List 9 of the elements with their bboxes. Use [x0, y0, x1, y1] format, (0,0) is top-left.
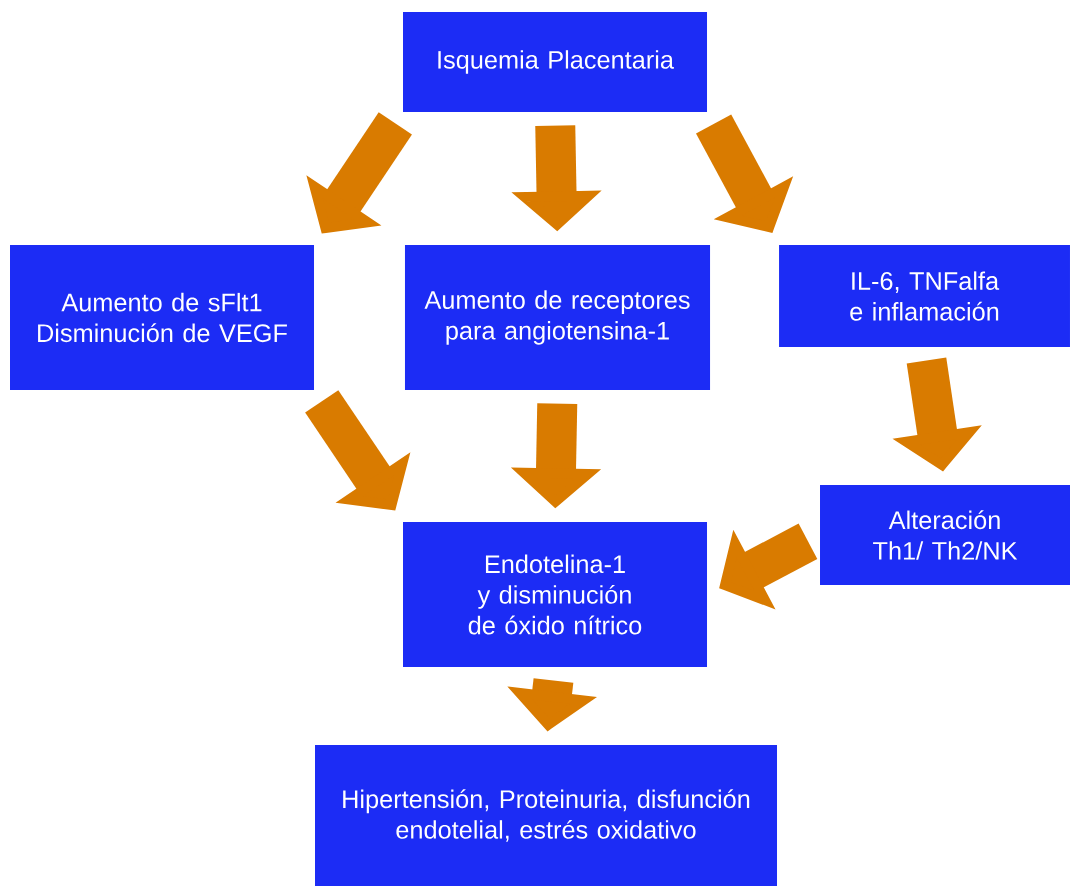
block-arrow: [305, 390, 411, 511]
process-box: Isquemia Placentaria: [403, 12, 707, 112]
process-box: Hipertensión, Proteinuria, disfunción endotelial, estrés oxidativo: [315, 745, 777, 886]
process-box: Aumento de receptores para angiotensina-1: [404, 244, 711, 391]
block-arrow: [696, 114, 794, 233]
process-box: Alteración Th1/ Th2/NK: [820, 485, 1070, 585]
process-box: Aumento de sFlt1 Disminución de VEGF: [10, 244, 314, 391]
process-box: Endotelina-1 y disminución de óxido nítrico: [403, 521, 707, 668]
process-box: IL-6, TNFalfa e inflamación: [779, 245, 1070, 347]
